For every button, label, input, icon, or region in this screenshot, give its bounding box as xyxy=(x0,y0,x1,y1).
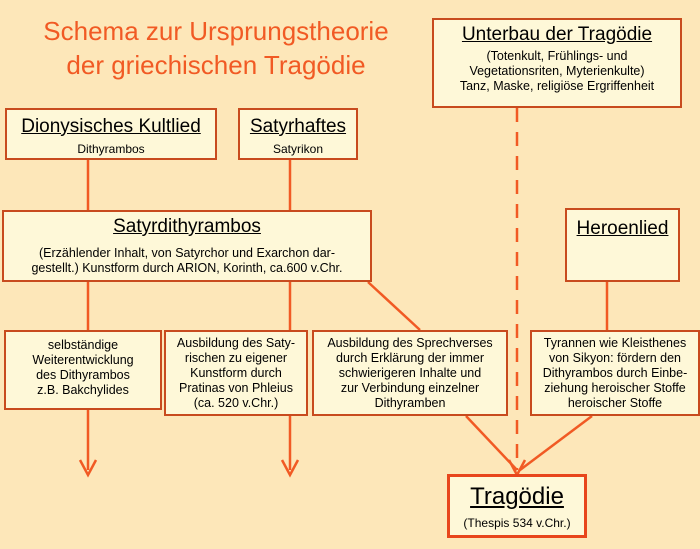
box-tyrannen: Tyrannen wie Kleisthenes von Sikyon: för… xyxy=(530,330,700,416)
title-line-1: Schema zur Ursprungstheorie xyxy=(43,16,389,46)
tyrannen-line-1: Tyrannen wie Kleisthenes xyxy=(543,336,687,350)
box-satyrhaft: Satyrhaftes Satyrikon xyxy=(238,108,358,160)
ausbildung-saty-line-3: Kunstform durch xyxy=(190,366,282,380)
arrowhead-selbst xyxy=(78,459,98,478)
unterbau-line-3: Tanz, Maske, religiöse Ergriffenheit xyxy=(459,79,655,93)
unterbau-line-2: Vegetationsriten, Myterienkulte) xyxy=(469,64,645,78)
ausbildung-saty-line-5: (ca. 520 v.Chr.) xyxy=(193,396,279,410)
connector-satyrdith-sprechvers xyxy=(367,281,421,331)
heroenlied-heading: Heroenlied xyxy=(576,218,669,239)
sprechvers-line-1: Ausbildung des Sprechverses xyxy=(327,336,493,350)
ausbildung-saty-line-1: Ausbildung des Saty- xyxy=(176,336,296,350)
selbst-line-3: des Dithyrambos xyxy=(36,368,130,382)
sprechvers-line-3: schwierigeren Inhalte und xyxy=(338,366,482,380)
satyrdith-line-2: gestellt.) Kunstform durch ARION, Korint… xyxy=(31,261,343,275)
box-sprechvers: Ausbildung des Sprechverses durch Erklär… xyxy=(312,330,508,416)
tyrannen-line-2: von Sikyon: fördern den xyxy=(548,351,682,365)
selbst-line-4: z.B. Bakchylides xyxy=(37,383,129,397)
diagram-title: Schema zur Ursprungstheorie der griechis… xyxy=(6,14,426,82)
selbst-line-2: Weiterentwicklung xyxy=(32,353,134,367)
tragoedie-sub: (Thespis 534 v.Chr.) xyxy=(463,516,571,530)
box-dionysisch: Dionysisches Kultlied Dithyrambos xyxy=(5,108,217,160)
box-tragoedie: Tragödie (Thespis 534 v.Chr.) xyxy=(447,474,587,538)
satyrhaft-sub: Satyrikon xyxy=(272,142,324,156)
tragoedie-heading: Tragödie xyxy=(470,483,564,510)
box-ausbildung-saty: Ausbildung des Saty- rischen zu eigener … xyxy=(164,330,308,416)
arrowhead-ausbildung xyxy=(280,459,300,478)
tyrannen-line-4: ziehung heroischer Stoffe xyxy=(544,381,686,395)
dionysisch-sub: Dithyrambos xyxy=(77,142,145,156)
unterbau-line-1: (Totenkult, Frühlings- und xyxy=(486,49,628,63)
sprechvers-line-5: Dithyramben xyxy=(374,396,446,410)
connector-tyrannen-tragoedie xyxy=(519,415,593,471)
sprechvers-line-2: durch Erklärung der immer xyxy=(336,351,484,365)
unterbau-heading: Unterbau der Tragödie xyxy=(461,24,653,45)
tyrannen-line-5: heroischer Stoffe xyxy=(567,396,663,410)
ausbildung-saty-line-2: rischen zu eigener xyxy=(184,351,288,365)
ausbildung-saty-line-4: Pratinas von Phleius xyxy=(179,381,293,395)
satyrdith-line-1: (Erzählender Inhalt, von Satyrchor und E… xyxy=(39,246,335,260)
tyrannen-line-3: Dithyrambos durch Einbe- xyxy=(542,366,688,380)
dionysisch-heading: Dionysisches Kultlied xyxy=(21,116,201,137)
box-satyrdith: Satyrdithyrambos (Erzählender Inhalt, vo… xyxy=(2,210,372,282)
satyrdith-heading: Satyrdithyrambos xyxy=(113,216,261,237)
satyrhaft-heading: Satyrhaftes xyxy=(249,116,347,137)
box-unterbau: Unterbau der Tragödie (Totenkult, Frühli… xyxy=(432,18,682,108)
selbst-line-1: selbständige xyxy=(47,338,119,352)
box-heroenlied: Heroenlied xyxy=(565,208,680,282)
sprechvers-line-4: zur Verbindung einzelner xyxy=(340,381,480,395)
box-selbst: selbständige Weiterentwicklung des Dithy… xyxy=(4,330,162,410)
title-line-2: der griechischen Tragödie xyxy=(66,50,366,80)
